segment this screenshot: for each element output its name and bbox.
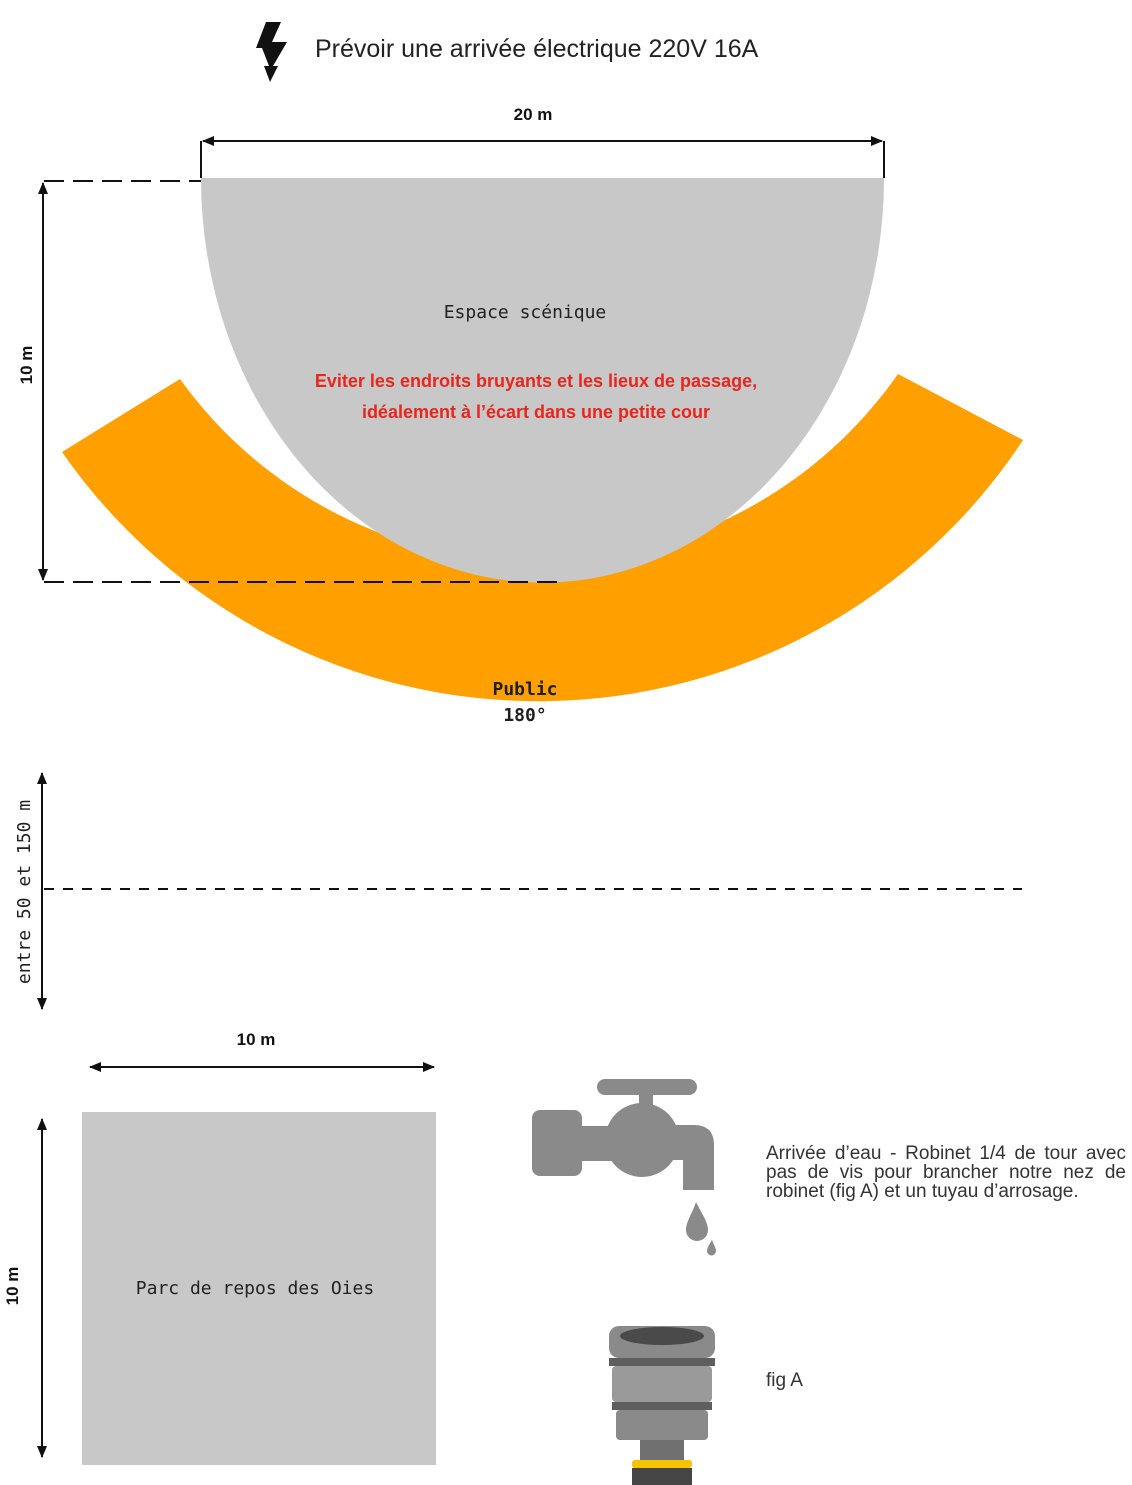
stage-area (201, 178, 884, 583)
rest-area-title: Parc de repos des Oies (136, 1278, 374, 1299)
stage-depth-dimension (38, 180, 566, 583)
distance-label: entre 50 et 150 m (14, 800, 35, 984)
stage-depth-label: 10 m (17, 346, 36, 385)
audience-angle-label: 180° (503, 705, 546, 726)
electric-supply-note: Prévoir une arrivée électrique 220V 16A (315, 35, 759, 63)
rest-area-height-label: 10 m (3, 1267, 22, 1306)
stage-warning-line-1: Eviter les endroits bruyants et les lieu… (315, 371, 757, 391)
audience-area (62, 374, 1023, 702)
rest-area (82, 1112, 436, 1465)
water-tap-icon (532, 1079, 716, 1256)
fig-a-label: fig A (766, 1370, 803, 1391)
rest-area-width-label: 10 m (237, 1030, 276, 1049)
stage-width-label: 20 m (514, 105, 553, 124)
tap-connector-icon (609, 1326, 715, 1485)
water-supply-note: Arrivée d’eau - Robinet 1/4 de tour avec… (766, 1143, 1126, 1202)
stage-width-dimension (200, 136, 885, 178)
distance-dimension (37, 772, 1022, 1010)
audience-label: Public (492, 679, 557, 700)
stage-warning-line-2: idéalement à l’écart dans une petite cou… (362, 402, 710, 422)
lightning-icon (256, 22, 287, 82)
stage-title: Espace scénique (444, 302, 607, 323)
